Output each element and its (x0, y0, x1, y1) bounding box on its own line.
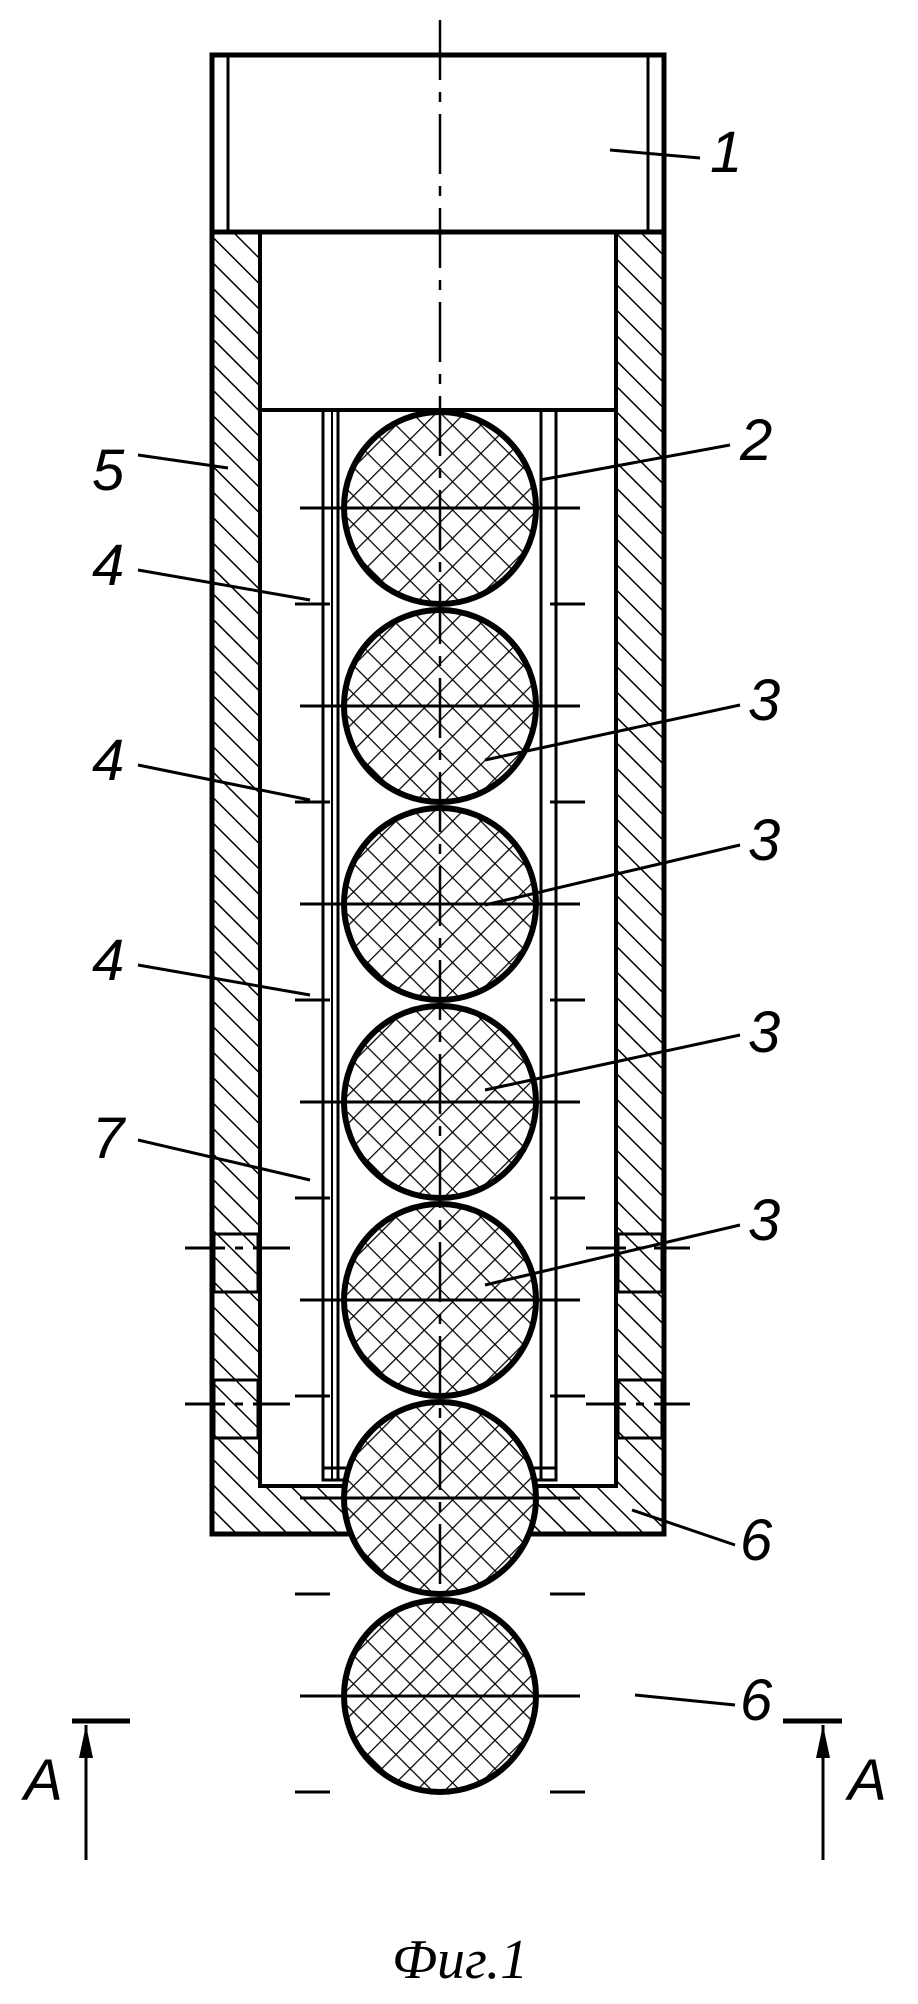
label-1: 1 (710, 120, 742, 185)
label-6a: 6 (740, 1508, 773, 1573)
label-6b: 6 (740, 1668, 773, 1733)
figure-caption: Фиг.1 (392, 1929, 528, 1991)
label-4a: 4 (92, 533, 124, 598)
label-3c: 3 (748, 1000, 780, 1065)
label-2: 2 (739, 408, 772, 473)
label-3b: 3 (748, 808, 780, 873)
section-letter-left: A (21, 1748, 63, 1813)
label-3a: 3 (748, 668, 780, 733)
section-letter-right: A (845, 1748, 887, 1813)
inner-plug (260, 232, 616, 410)
label-7: 7 (92, 1106, 127, 1171)
label-4b: 4 (92, 728, 124, 793)
section-marker-left (72, 1721, 130, 1860)
section-marker-right (783, 1721, 842, 1860)
label-3d: 3 (748, 1188, 780, 1253)
cap (212, 55, 664, 232)
label-5: 5 (92, 438, 125, 503)
label-4c: 4 (92, 928, 124, 993)
